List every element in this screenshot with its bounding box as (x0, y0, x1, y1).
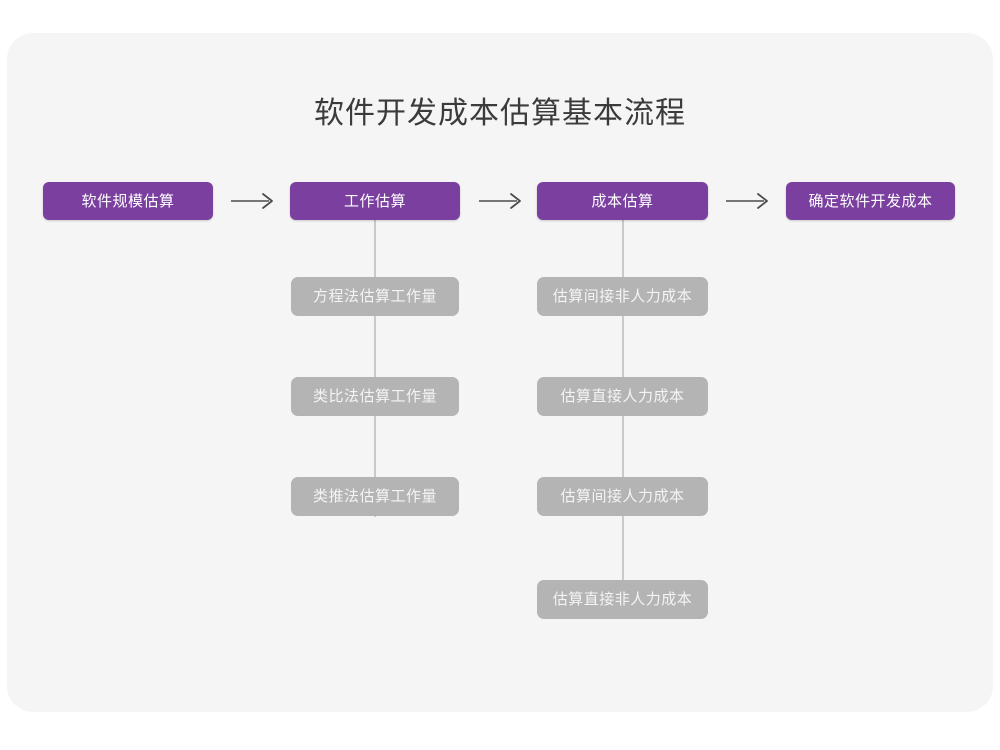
branch-node-label: 估算直接人力成本 (560, 388, 685, 405)
connector-line-col1 (374, 219, 376, 517)
branch-node-label: 类推法估算工作量 (312, 488, 437, 505)
branch-node-label: 类比法估算工作量 (312, 388, 437, 405)
step-node-label: 工作估算 (343, 192, 406, 210)
diagram-card (7, 33, 993, 712)
branch-node-indirect-nonlabor-cost[interactable]: 估算间接非人力成本 (537, 277, 708, 316)
page-title: 软件开发成本估算基本流程 (314, 97, 686, 130)
step-node-determine-development-cost[interactable]: 确定软件开发成本 (786, 182, 955, 220)
branch-node-direct-nonlabor-cost[interactable]: 估算直接非人力成本 (537, 580, 708, 619)
branch-node-label: 估算间接人力成本 (560, 488, 685, 505)
branch-node-label: 估算间接非人力成本 (552, 288, 693, 305)
branch-node-label: 方程法估算工作量 (312, 288, 437, 305)
branch-node-indirect-labor-cost[interactable]: 估算间接人力成本 (537, 477, 708, 516)
arrow-right-icon-1 (230, 191, 276, 211)
step-node-label: 软件规模估算 (81, 192, 175, 210)
step-node-software-scale-estimation[interactable]: 软件规模估算 (43, 182, 213, 220)
branch-node-analogy-method-workload[interactable]: 类比法估算工作量 (291, 377, 459, 416)
step-node-label: 确定软件开发成本 (808, 192, 933, 210)
step-node-label: 成本估算 (591, 192, 654, 210)
branch-node-label: 估算直接非人力成本 (552, 591, 693, 608)
branch-node-equation-method-workload[interactable]: 方程法估算工作量 (291, 277, 459, 316)
step-node-cost-estimation[interactable]: 成本估算 (537, 182, 708, 220)
branch-node-inference-method-workload[interactable]: 类推法估算工作量 (291, 477, 459, 516)
step-node-work-estimation[interactable]: 工作估算 (290, 182, 460, 220)
arrow-right-icon-3 (725, 191, 771, 211)
branch-node-direct-labor-cost[interactable]: 估算直接人力成本 (537, 377, 708, 416)
arrow-right-icon-2 (478, 191, 524, 211)
